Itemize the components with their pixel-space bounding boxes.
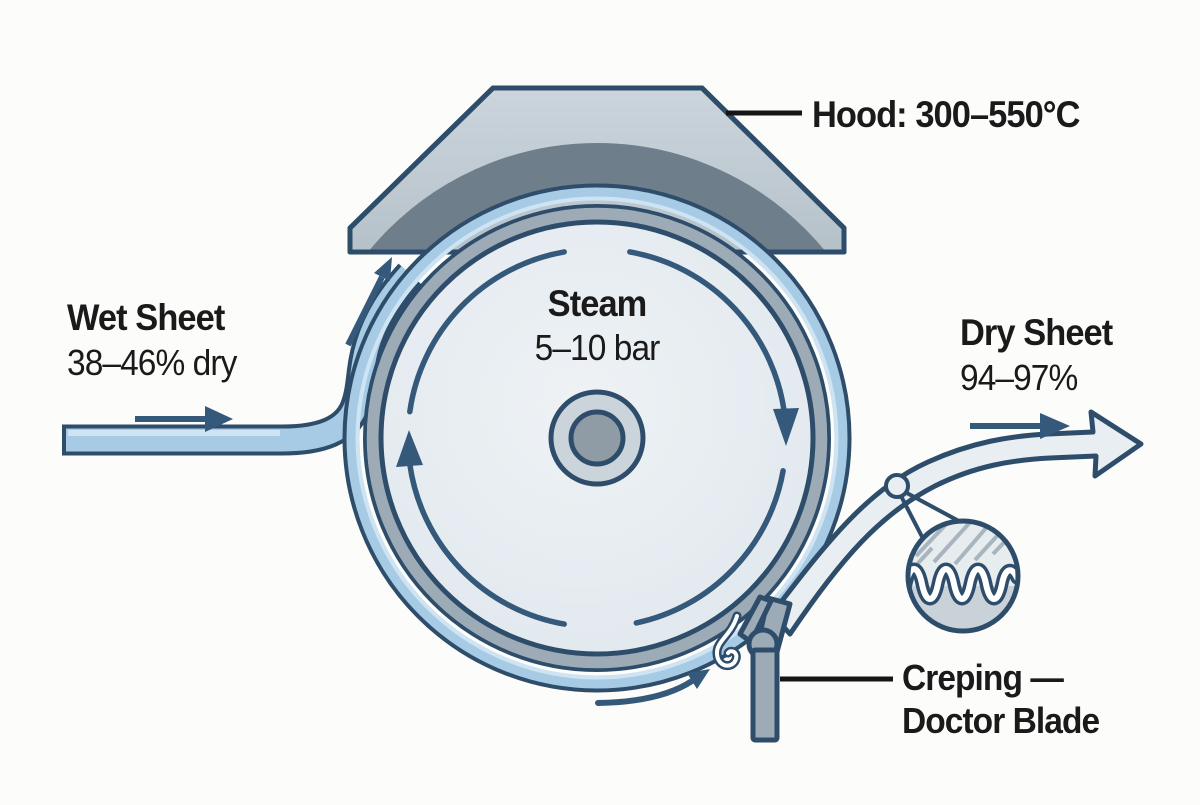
wet-sheet-flow-arrow	[135, 406, 233, 432]
creping-doctor-blade	[712, 594, 793, 743]
cylinder-hub	[548, 389, 646, 487]
hood-label: Hood: 300–550°C	[812, 94, 1080, 135]
rotation-arrows	[396, 249, 799, 627]
hood-outline	[347, 85, 847, 255]
rotation-arrowhead-left	[396, 430, 423, 467]
dry-sheet-label: Dry Sheet 94–97%	[960, 310, 1113, 400]
wet-sheet-value: 38–46% dry	[67, 342, 237, 383]
dry-sheet-band	[769, 409, 1144, 637]
creping-label-line1: Creping —	[902, 657, 1064, 698]
creping-blade-label: Creping — Doctor Blade	[902, 656, 1100, 742]
dry-sheet-value: 94–97%	[960, 357, 1078, 398]
steam-label: Steam 5–10 bar	[534, 282, 661, 370]
cylinder-shell	[366, 207, 828, 669]
blade-holder-bar	[750, 647, 780, 743]
hood-inner-band	[350, 143, 844, 252]
dry-sheet-title: Dry Sheet	[960, 312, 1113, 353]
creped-sheet-wave	[908, 562, 1018, 606]
steam-value: 5–10 bar	[534, 327, 661, 368]
sheet-entry-arrow	[345, 257, 392, 347]
wet-sheet-label: Wet Sheet 38–46% dry	[67, 295, 237, 385]
rotation-arrowhead-right	[773, 408, 799, 446]
callout-point-circle	[884, 473, 910, 499]
sheet-wrap-ring	[346, 187, 848, 689]
creping-label-line2: Doctor Blade	[902, 700, 1100, 741]
dryer-hood	[347, 85, 847, 255]
bottom-rotation-arrow	[595, 669, 710, 706]
wet-sheet-title: Wet Sheet	[67, 297, 225, 338]
dry-sheet-flow-arrow	[970, 413, 1070, 439]
steam-title: Steam	[547, 283, 648, 324]
